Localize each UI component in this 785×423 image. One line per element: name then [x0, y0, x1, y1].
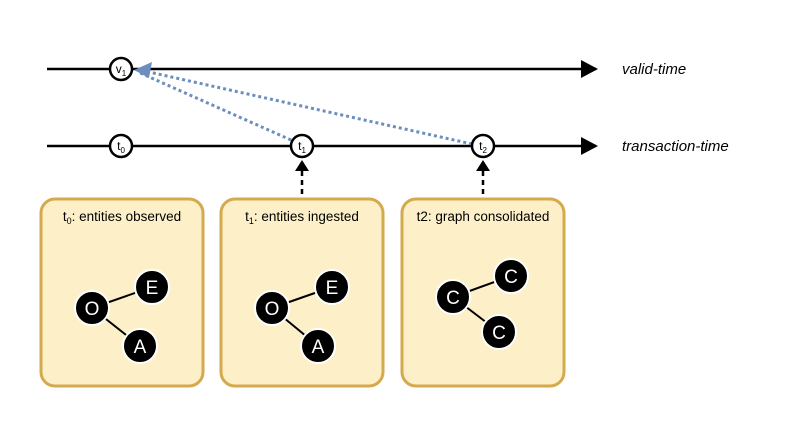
- panel-t0: t0: entities observed O E A: [39, 197, 205, 388]
- svg-text:E: E: [146, 278, 159, 299]
- svg-text:C: C: [504, 267, 518, 288]
- svg-text:A: A: [134, 337, 147, 358]
- marker-t0: t0: [108, 133, 134, 159]
- link-t2-to-v1: [139, 68, 473, 146]
- svg-text:O: O: [265, 299, 280, 320]
- panel-t1-title-rest: : entities ingested: [254, 209, 359, 224]
- marker-t0-sub: 0: [120, 146, 125, 155]
- svg-text:t0: t0: [117, 139, 125, 155]
- marker-t1-base: t: [298, 139, 302, 153]
- marker-t2: t2: [470, 133, 496, 159]
- link-t1-to-v1: [137, 70, 292, 142]
- svg-text:t1: t1: [298, 139, 306, 155]
- marker-v1-base: v: [116, 62, 122, 76]
- svg-text:A: A: [312, 337, 325, 358]
- node-o: O: [74, 290, 110, 326]
- svg-text:t0: entities observed: t0: entities observed: [63, 209, 181, 226]
- node-a: A: [300, 328, 336, 364]
- node-a: A: [122, 328, 158, 364]
- svg-text:t1: entities ingested: t1: entities ingested: [245, 209, 359, 226]
- svg-text:t2: graph consolidated: t2: graph consolidated: [417, 209, 550, 224]
- marker-t2-sub: 2: [482, 146, 487, 155]
- svg-text:C: C: [446, 288, 460, 309]
- transaction-time-label: transaction-time: [622, 138, 729, 155]
- svg-text:v1: v1: [116, 62, 127, 78]
- transaction-time-arrowhead: [581, 137, 598, 155]
- panel-t2: t2: graph consolidated C C C: [400, 197, 566, 388]
- marker-t1: t1: [289, 133, 315, 159]
- node-c-1: C: [435, 279, 471, 315]
- node-e: E: [134, 269, 170, 305]
- node-c-3: C: [481, 314, 517, 350]
- panel-t2-title-base: t2: [417, 209, 428, 224]
- marker-t2-base: t: [479, 139, 483, 153]
- svg-text:C: C: [492, 323, 506, 344]
- svg-text:O: O: [85, 299, 100, 320]
- panel-t1-title-sub: 1: [249, 216, 254, 226]
- valid-time-label: valid-time: [622, 61, 686, 78]
- marker-t0-base: t: [117, 139, 121, 153]
- marker-v1: v1: [108, 56, 134, 82]
- panel-t1: t1: entities ingested O E A: [219, 197, 385, 388]
- node-c-2: C: [493, 258, 529, 294]
- panel-t0-title-base: t: [63, 209, 67, 224]
- valid-time-arrowhead: [581, 60, 598, 78]
- node-e: E: [314, 269, 350, 305]
- marker-t1-sub: 1: [301, 146, 306, 155]
- node-o: O: [254, 290, 290, 326]
- link-arrowhead-icon: [134, 62, 152, 78]
- panel-t1-title-base: t: [245, 209, 249, 224]
- connector-t1-arrowhead: [295, 160, 309, 171]
- connector-t2-arrowhead: [476, 160, 490, 171]
- panel-t2-title-rest: : graph consolidated: [428, 209, 550, 224]
- marker-v1-sub: 1: [122, 69, 127, 78]
- svg-text:t2: t2: [479, 139, 487, 155]
- panel-t0-title-sub: 0: [67, 216, 72, 226]
- panel-t0-title-rest: : entities observed: [72, 209, 182, 224]
- svg-text:E: E: [326, 278, 339, 299]
